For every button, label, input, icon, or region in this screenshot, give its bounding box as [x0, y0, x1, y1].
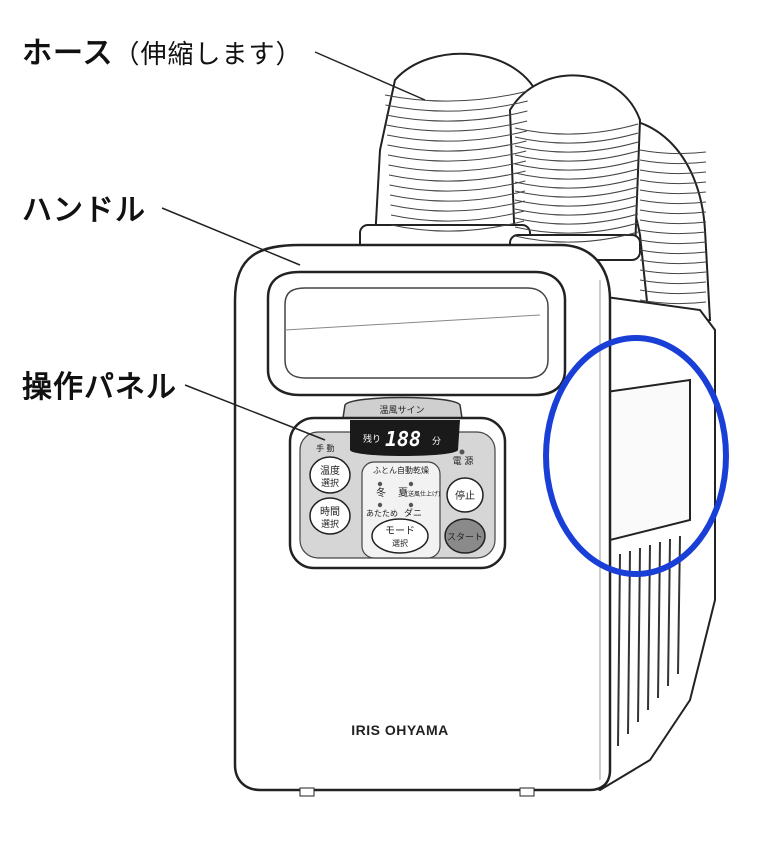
hose-note: （伸縮します）	[113, 40, 303, 70]
hose-rib	[514, 222, 639, 234]
hose-rib	[639, 259, 707, 265]
hose-rib	[514, 195, 639, 207]
hose-rib	[514, 132, 639, 144]
mode-summer-note: (送風仕上げ)	[406, 490, 441, 498]
hose-rib	[639, 229, 707, 235]
hose-rib	[388, 170, 526, 182]
hose-rib	[639, 249, 707, 255]
hose-rib	[389, 190, 526, 202]
mode-winter: 冬	[376, 486, 386, 499]
mode-summer: 夏	[398, 487, 408, 499]
hose-rib	[389, 180, 526, 192]
hose-rib	[514, 177, 639, 189]
hose-rib	[391, 220, 525, 232]
hose-rib	[514, 123, 639, 135]
vent-slot	[617, 553, 621, 747]
hose-rib	[639, 209, 707, 215]
auto-header: ふとん自動乾燥	[373, 465, 429, 475]
hose-rib	[639, 169, 707, 175]
handle-callout: ハンドル	[22, 185, 146, 229]
hose-rib	[514, 150, 639, 162]
start-button[interactable]: スタート	[447, 532, 483, 543]
hose-rib	[514, 204, 639, 216]
hose-ribs	[384, 90, 707, 305]
hose-rib	[639, 159, 707, 165]
stop-button[interactable]: 停止	[455, 489, 475, 502]
hose-rib	[386, 130, 527, 142]
hose-rib	[514, 159, 639, 171]
hose-rib	[639, 239, 707, 245]
hose-callout: ホース（伸縮します）	[22, 28, 303, 72]
brand-logo: IRIS OHYAMA	[351, 722, 449, 738]
temp-button-line2[interactable]: 選択	[321, 477, 339, 489]
hose-rib	[387, 140, 527, 152]
remain-label: 残り	[363, 433, 381, 445]
hose-rib	[514, 168, 639, 180]
hose-rib	[639, 279, 707, 285]
mode-mite: ダニ	[404, 507, 422, 519]
hose-rib	[639, 189, 707, 195]
hose-rib	[639, 269, 707, 275]
timer-display: 188	[385, 427, 421, 451]
temp-button-line1[interactable]: 温度	[320, 464, 340, 477]
leader-lines	[161, 51, 426, 441]
hose-rib	[514, 186, 639, 198]
mode-button-line1[interactable]: モード	[385, 526, 415, 537]
hose-rib	[387, 150, 527, 162]
hose-rib	[639, 199, 707, 205]
hose-rib	[514, 141, 639, 153]
panel-label: 操作パネル	[22, 370, 177, 405]
hose-rib	[639, 299, 707, 305]
highlight-circle	[543, 335, 729, 577]
time-button-line2[interactable]: 選択	[321, 518, 339, 530]
hose-rib	[385, 110, 528, 122]
time-button-line1[interactable]: 時間	[320, 506, 340, 518]
minutes-label: 分	[432, 436, 441, 447]
control-panel	[288, 396, 507, 570]
panel-callout: 操作パネル	[22, 362, 177, 406]
hose-rib	[639, 219, 707, 225]
hose-rib	[390, 200, 525, 212]
hose-label: ホース	[22, 36, 114, 71]
hose-rib	[388, 160, 527, 172]
mode-button-line2[interactable]: 選択	[392, 538, 408, 548]
hose-rib	[386, 120, 528, 132]
hose-rib	[514, 213, 639, 225]
vent-slot	[627, 550, 631, 735]
hose-rib	[385, 100, 528, 112]
hose-rib	[639, 289, 707, 295]
hose-rib	[639, 179, 707, 185]
hose-rib	[639, 149, 707, 155]
power-label: 電 源	[453, 456, 474, 467]
sign-label: 温風サイン	[379, 405, 424, 416]
handle-label: ハンドル	[22, 193, 146, 228]
hose-rib	[390, 210, 525, 222]
hose-rib	[514, 231, 639, 243]
manual-label: 手 動	[316, 443, 335, 453]
hose-rib	[384, 90, 529, 102]
mode-warm: あたため	[366, 509, 398, 518]
vent-slot	[637, 547, 641, 723]
